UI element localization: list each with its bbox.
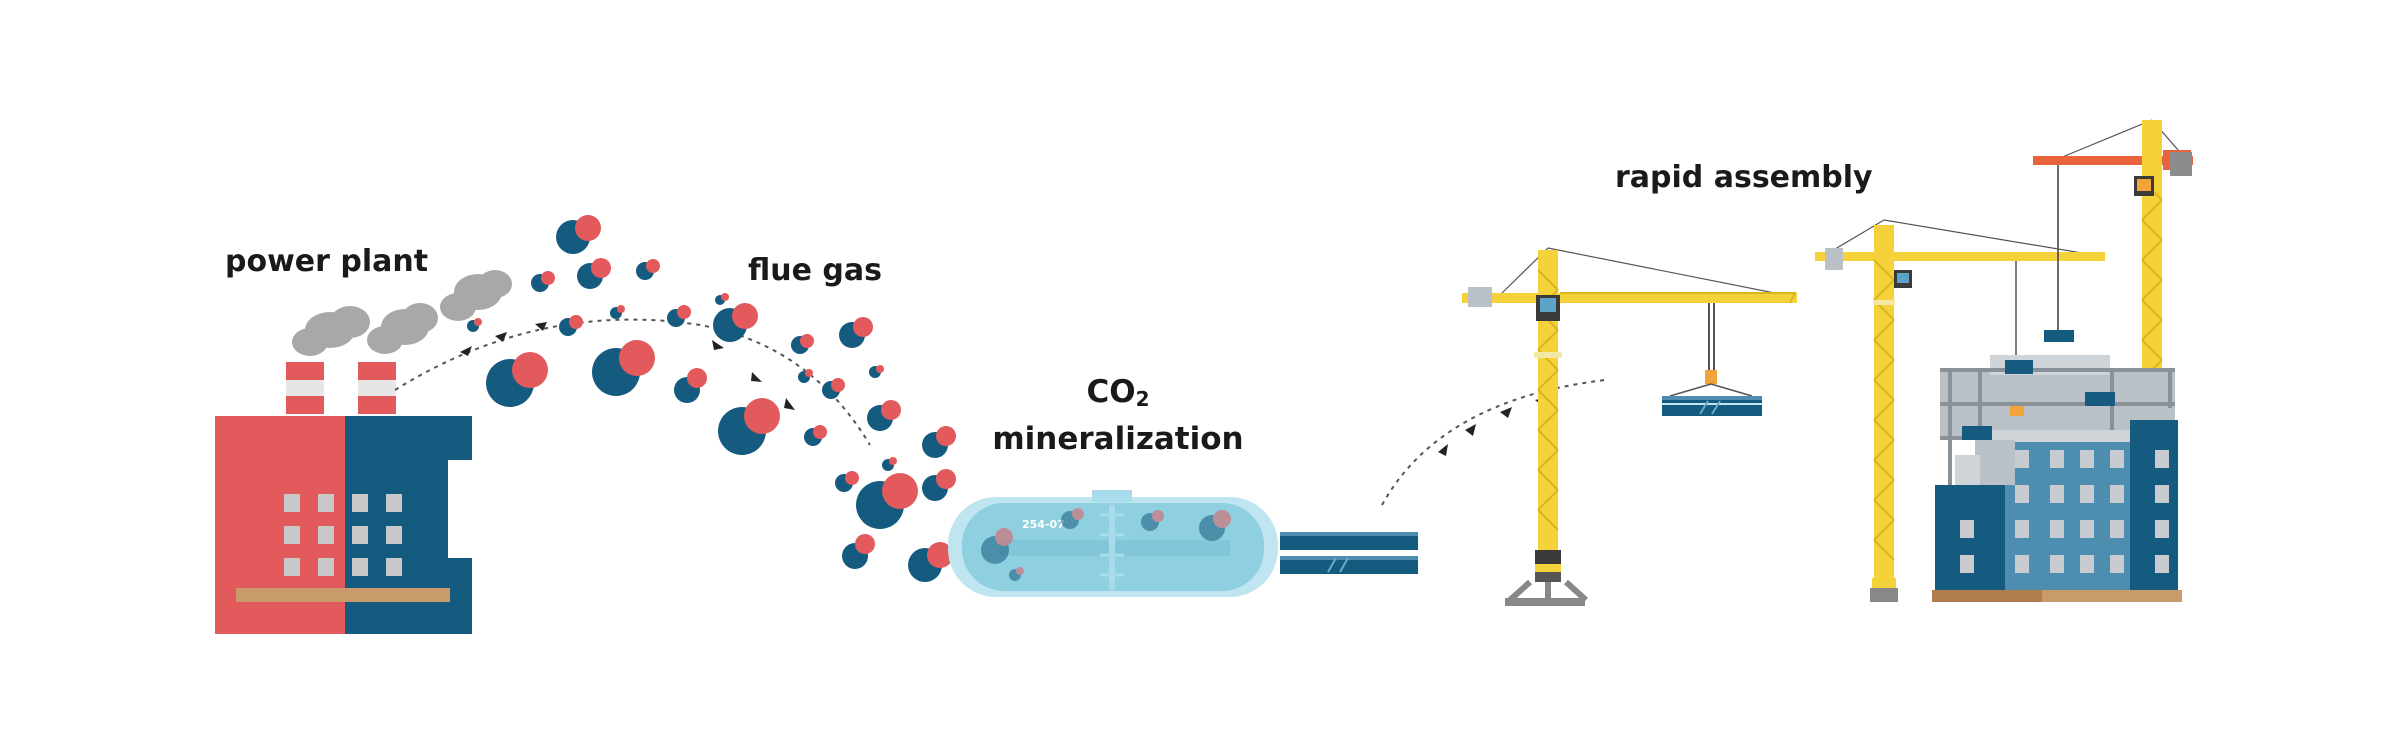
factory-windows: [284, 494, 402, 576]
chimney-icon: [286, 362, 396, 414]
power-plant-label: power plant: [225, 244, 429, 279]
mineralization-tank: 254-07: [948, 490, 1278, 597]
flow-arrow: [1381, 379, 1606, 506]
tower-crane-icon: [1462, 247, 1797, 606]
co2-formula: CO2: [1086, 374, 1150, 411]
co2-molecules: [467, 215, 956, 582]
tower-crane-icon: [1815, 219, 2105, 602]
concrete-slab-icon: [1280, 532, 1418, 574]
tank-code: 254-07: [1022, 518, 1065, 531]
rapid-assembly-label: rapid assembly: [1615, 160, 1873, 195]
smoke-cloud-icon: [292, 270, 512, 356]
mineralization-text: mineralization: [992, 421, 1244, 457]
flue-gas-label: flue gas: [748, 253, 882, 288]
arrowhead-icon: [1438, 397, 1547, 456]
co2-mineralization-label: CO2 mineralization: [988, 372, 1248, 459]
arrowhead-icon: [460, 322, 795, 410]
flow-arrow: [394, 318, 871, 446]
power-plant-illustration: [215, 270, 512, 634]
building-under-construction-icon: [1932, 355, 2182, 602]
